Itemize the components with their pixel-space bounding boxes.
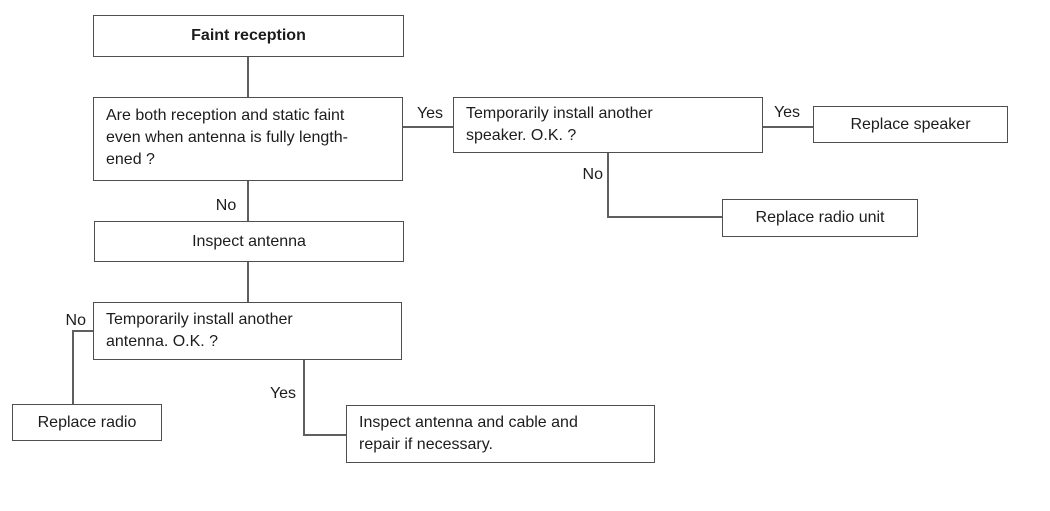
connector-inspect-antenna-to-q-antenna (247, 262, 249, 302)
edge-label-no-speaker: No (565, 166, 603, 184)
edge-label-no-antenna: No (56, 312, 86, 330)
node-faint-reception: Faint reception (93, 15, 404, 57)
connector-speaker-no-to-radio-unit (607, 216, 722, 218)
connector-speaker-yes-to-replace-speaker (763, 126, 813, 128)
node-question-speaker: Temporarily install another speaker. O.K… (453, 97, 763, 153)
edge-label-no-q1: No (208, 197, 244, 215)
node-replace-radio-label: Replace radio (37, 413, 137, 431)
node-replace-radio-unit-label: Replace radio unit (755, 209, 885, 226)
node-replace-radio-unit: Replace radio unit (722, 199, 918, 237)
connector-q1-no-to-inspect-antenna (247, 181, 249, 221)
connector-q-antenna-no-down (72, 330, 74, 404)
node-replace-speaker: Replace speaker (813, 106, 1008, 143)
edge-label-yes-speaker: Yes (769, 104, 805, 122)
node-question-reception-static: Are both reception and static faint even… (93, 97, 403, 181)
node-replace-speaker-label: Replace speaker (850, 115, 971, 133)
connector-q-antenna-no-stub (72, 330, 93, 332)
node-replace-radio: Replace radio (12, 404, 162, 441)
node-question-antenna: Temporarily install another antenna. O.K… (93, 302, 402, 360)
node-faint-reception-label: Faint reception (191, 27, 306, 44)
connector-q-antenna-yes-down (303, 360, 305, 436)
edge-label-yes-q1: Yes (412, 105, 448, 123)
connector-start-to-q1 (247, 57, 249, 97)
node-inspect-antenna: Inspect antenna (94, 221, 404, 262)
connector-speaker-no-down (607, 153, 609, 218)
connector-q-antenna-yes-to-inspect-cable (303, 434, 346, 436)
node-inspect-antenna-label: Inspect antenna (192, 232, 306, 250)
edge-label-yes-antenna: Yes (263, 385, 303, 403)
node-inspect-cable: Inspect antenna and cable and repair if … (346, 405, 655, 463)
connector-q1-yes-to-speaker (403, 126, 453, 128)
